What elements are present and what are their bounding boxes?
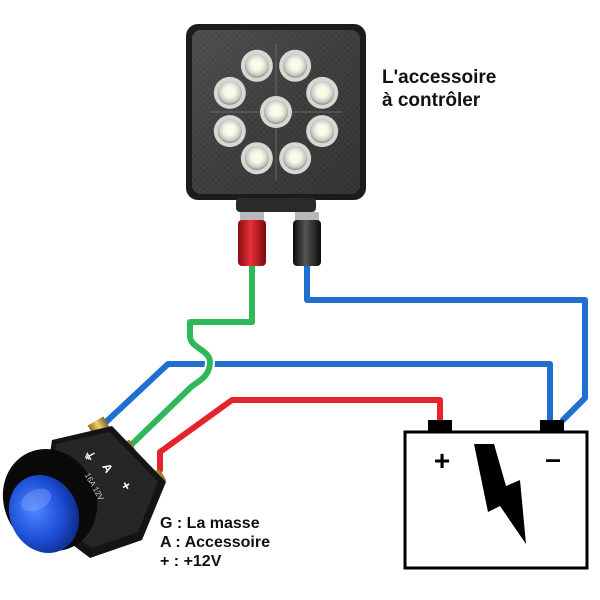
led-core — [318, 127, 327, 136]
black-terminal-post — [293, 220, 321, 266]
rocker-switch-icon: ⏚ A + 16A 12V — [2, 416, 167, 558]
led-core — [225, 88, 234, 97]
led-core — [252, 154, 261, 163]
legend-positive: + : +12V — [160, 553, 222, 570]
lightning-bolt-icon — [474, 444, 526, 544]
led-work-light-icon — [186, 24, 366, 266]
ground-wire-accessory — [304, 262, 588, 423]
red-terminal-post — [238, 220, 266, 266]
positive-wire — [155, 395, 445, 475]
led-core — [252, 61, 261, 70]
accessory-title: L'accessoire à contrôler — [382, 66, 496, 112]
led-core — [291, 154, 300, 163]
battery-minus-label: – — [545, 443, 561, 474]
battery-icon: + – — [403, 420, 589, 570]
ground-wire — [101, 359, 555, 427]
accessory-title-line1: L'accessoire — [382, 67, 497, 88]
led-core — [272, 108, 280, 116]
led-core — [318, 88, 327, 97]
positive-wire — [157, 397, 443, 473]
accessory-title-line2: à contrôler — [382, 90, 481, 111]
legend-ground: G : La masse — [160, 515, 260, 532]
rocker-button — [8, 475, 80, 553]
led-core — [225, 127, 234, 136]
accessory-wire — [125, 260, 257, 451]
terminal-legend: G : La masse A : Accessoire + : +12V — [160, 514, 270, 571]
accessory-wire — [127, 262, 255, 449]
battery-plus-label: + — [434, 445, 450, 476]
wires — [101, 260, 590, 475]
led-array — [213, 49, 339, 175]
led-core — [291, 61, 300, 70]
ground-wire — [103, 361, 553, 425]
legend-accessory: A : Accessoire — [160, 534, 270, 551]
